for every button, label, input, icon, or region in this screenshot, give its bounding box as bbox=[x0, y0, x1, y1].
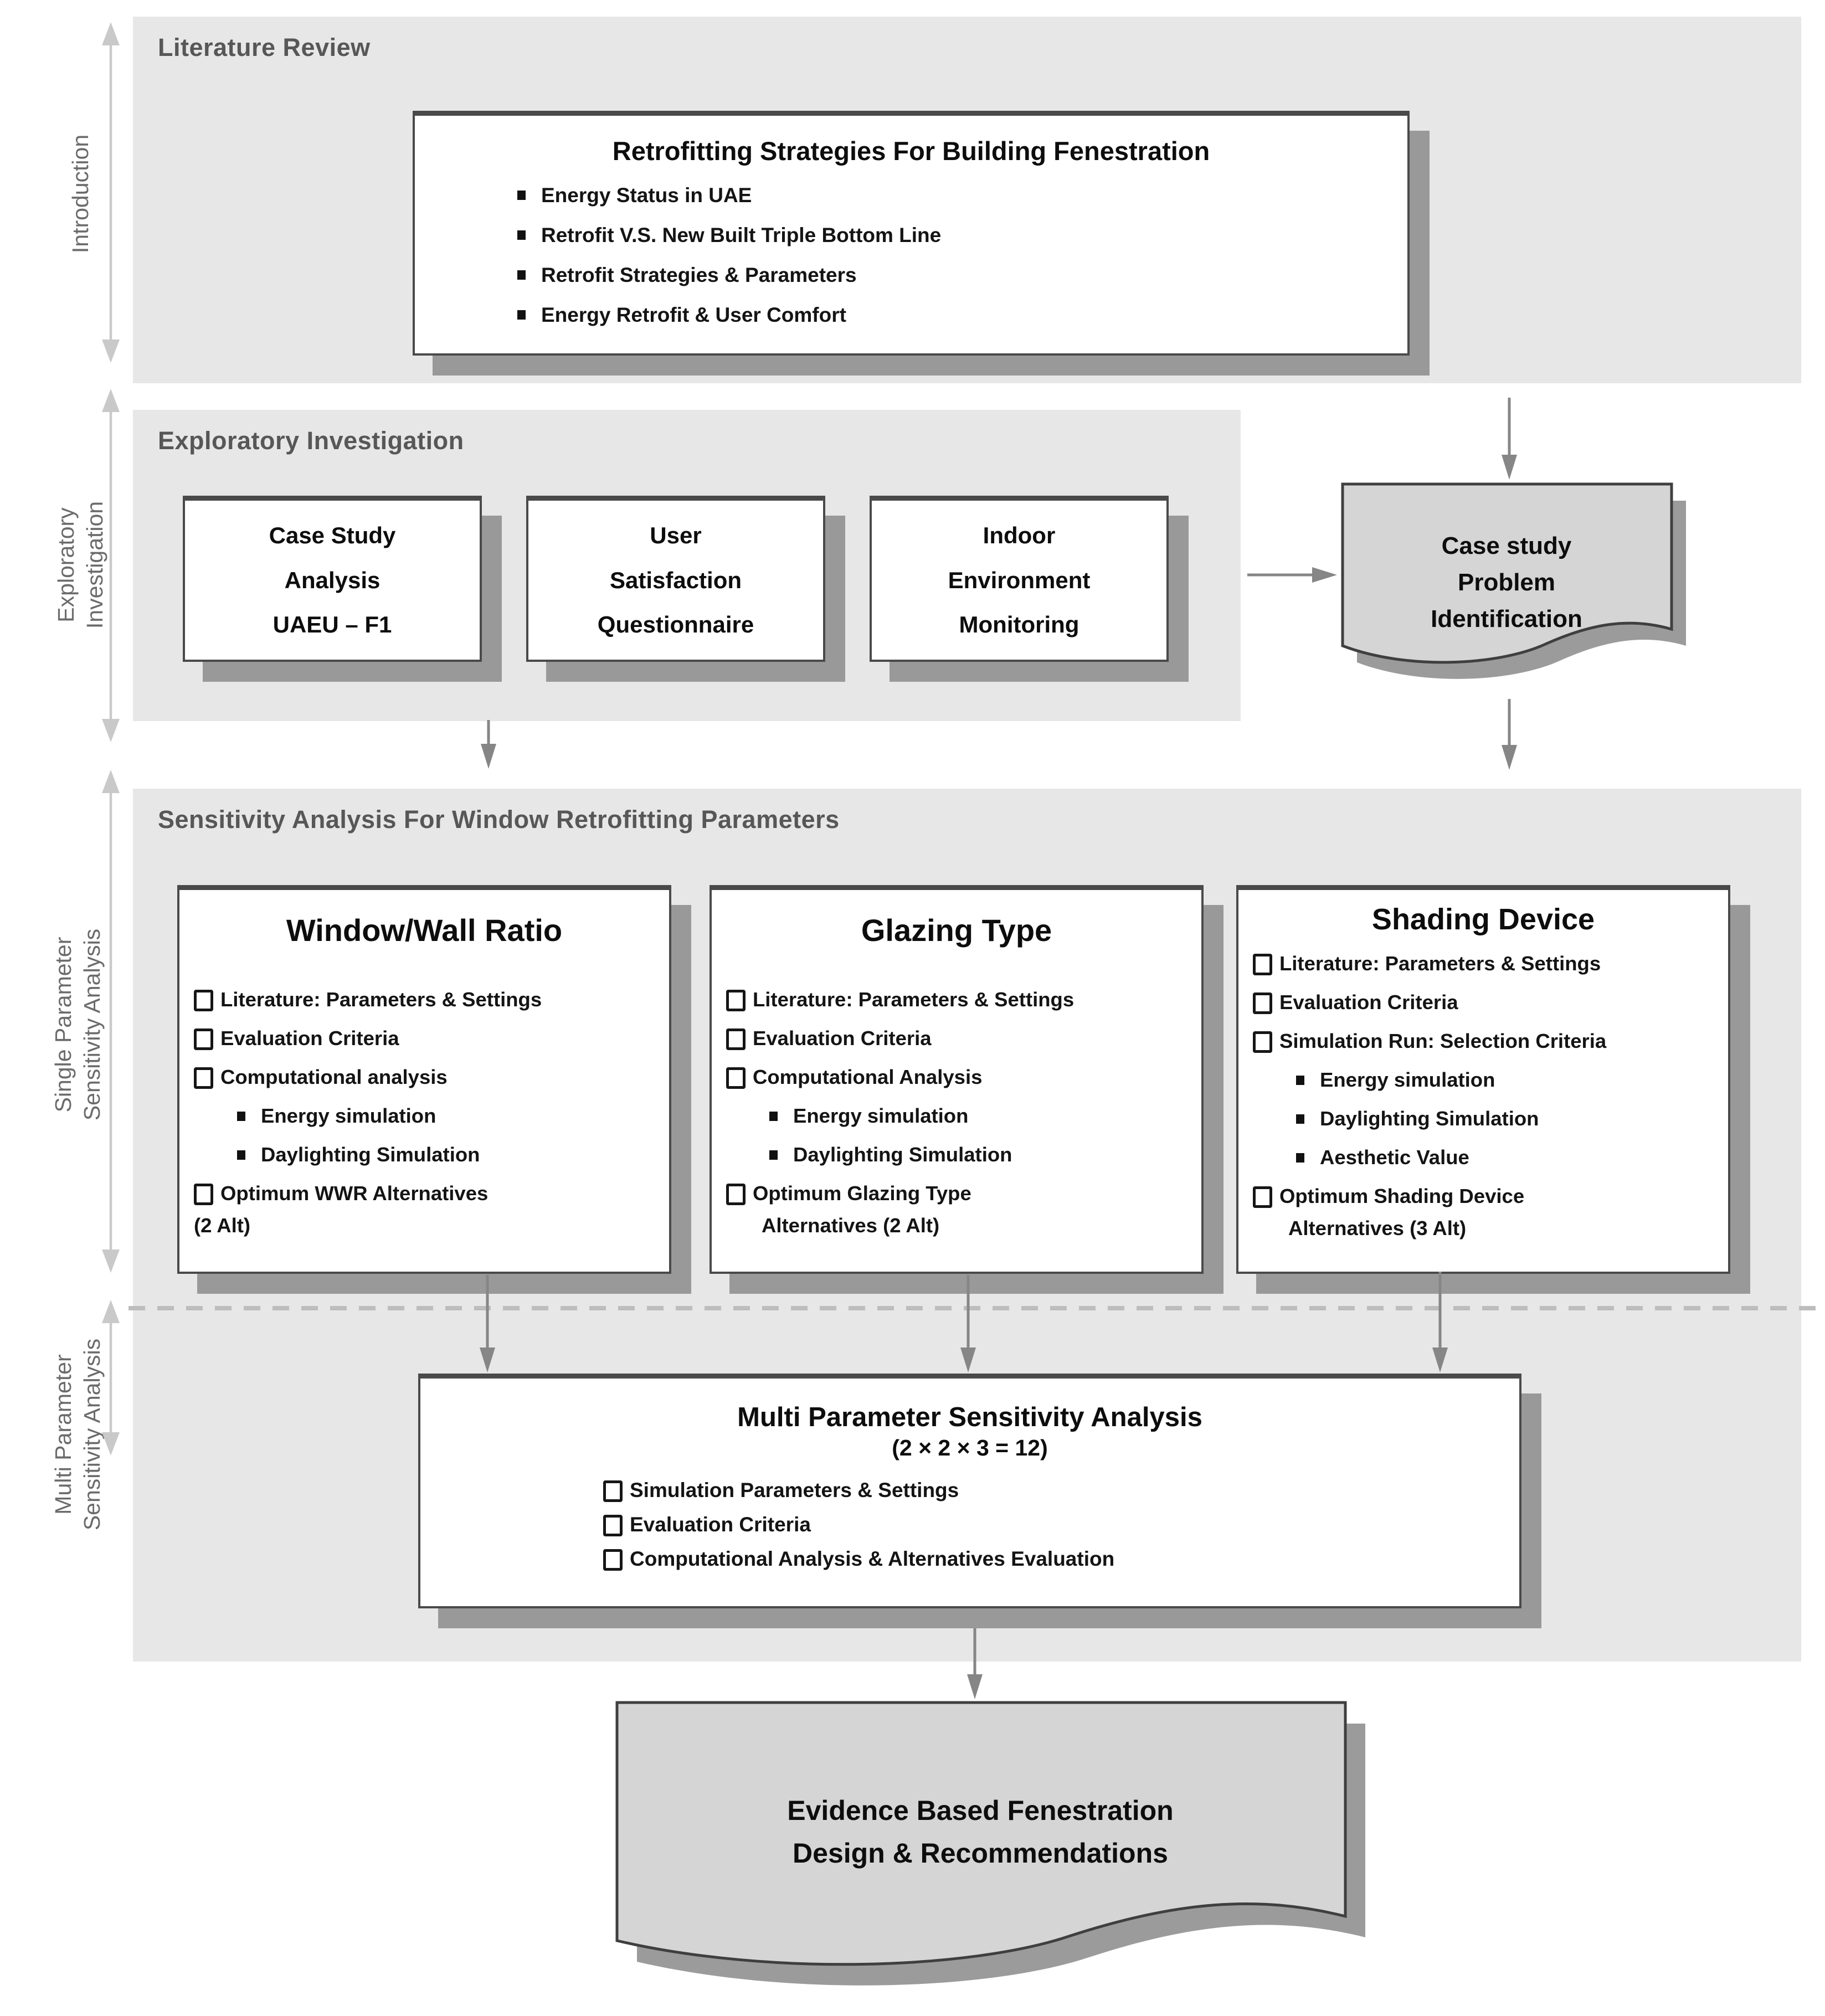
checklist-item: Evaluation Criteria bbox=[603, 1512, 1519, 1537]
checkbox-icon bbox=[726, 1028, 746, 1050]
continuation-line: Alternatives (2 Alt) bbox=[762, 1214, 940, 1237]
sub-item: Aesthetic Value bbox=[1253, 1145, 1721, 1170]
sensitivity-analysis-heading: Sensitivity Analysis For Window Retrofit… bbox=[158, 805, 840, 834]
retrofitting-strategies-title: Retrofitting Strategies For Building Fen… bbox=[612, 136, 1210, 166]
bullet-icon bbox=[517, 310, 526, 320]
checkbox-icon bbox=[1253, 954, 1272, 975]
bullet-icon bbox=[1296, 1114, 1304, 1124]
glazing-type-title: Glazing Type bbox=[861, 913, 1052, 948]
arrowhead-right-icon bbox=[1312, 567, 1337, 583]
literature-review-heading: Literature Review bbox=[158, 33, 371, 61]
svg-text:Design & Recommendations: Design & Recommendations bbox=[793, 1838, 1168, 1869]
bullet-icon bbox=[769, 1112, 778, 1121]
sub-item: Daylighting Simulation bbox=[726, 1142, 1195, 1168]
arrowhead-down-icon bbox=[1502, 455, 1517, 480]
checkbox-icon bbox=[1253, 1186, 1272, 1208]
checklist-item: Computational analysis bbox=[194, 1064, 662, 1090]
sub-item: Energy simulation bbox=[726, 1103, 1195, 1129]
bullet-icon bbox=[237, 1112, 245, 1121]
checklist-item: Simulation Run: Selection Criteria bbox=[1253, 1028, 1721, 1054]
arrowhead-down-icon bbox=[102, 340, 120, 363]
exploratory-investigation-heading: Exploratory Investigation bbox=[158, 426, 464, 455]
glazing-type-box: Glazing Type Literature: Parameters & Se… bbox=[710, 885, 1204, 1274]
bullet-icon bbox=[517, 270, 526, 280]
list-item: Retrofit V.S. New Built Triple Bottom Li… bbox=[517, 223, 1407, 248]
checklist-item: Evaluation Criteria bbox=[726, 1026, 1195, 1051]
sub-item: Energy simulation bbox=[1253, 1067, 1721, 1093]
multi-parameter-title: Multi Parameter Sensitivity Analysis bbox=[737, 1402, 1202, 1432]
checklist-item: Optimum WWR Alternatives bbox=[194, 1181, 662, 1206]
retrofitting-strategies-list: Energy Status in UAE Retrofit V.S. New B… bbox=[517, 183, 1407, 328]
arrowhead-down-icon bbox=[102, 1249, 120, 1273]
sub-item: Daylighting Simulation bbox=[194, 1142, 662, 1168]
checkbox-icon bbox=[194, 1067, 213, 1089]
multi-parameter-subtitle: (2 × 2 × 3 = 12) bbox=[892, 1435, 1048, 1460]
checkbox-icon bbox=[194, 990, 213, 1011]
list-item: Retrofit Strategies & Parameters bbox=[517, 263, 1407, 288]
arrowhead-down-icon bbox=[967, 1674, 983, 1699]
sub-item: Daylighting Simulation bbox=[1253, 1106, 1721, 1132]
checklist-item: Evaluation Criteria bbox=[1253, 990, 1721, 1015]
list-item: Energy Status in UAE bbox=[517, 183, 1407, 208]
continuation-line: (2 Alt) bbox=[194, 1214, 251, 1237]
bullet-icon bbox=[769, 1150, 778, 1160]
checklist-item: Computational Analysis bbox=[726, 1064, 1195, 1090]
multi-parameter-sensitivity-box: Multi Parameter Sensitivity Analysis (2 … bbox=[418, 1374, 1521, 1608]
checkbox-icon bbox=[194, 1028, 213, 1050]
side-label-introduction: Introduction bbox=[68, 134, 93, 254]
checklist-item: Literature: Parameters & Settings bbox=[726, 987, 1195, 1012]
checkbox-icon bbox=[603, 1480, 623, 1502]
shading-device-title: Shading Device bbox=[1371, 903, 1595, 936]
checkbox-icon bbox=[726, 1067, 746, 1089]
side-label-exploratory-investigation: Exploratory Investigation bbox=[53, 501, 107, 629]
checkbox-icon bbox=[1253, 992, 1272, 1014]
side-label-single-parameter: Single Parameter Sensitivity Analysis bbox=[50, 928, 105, 1121]
retrofitting-strategies-box: Retrofitting Strategies For Building Fen… bbox=[413, 111, 1410, 356]
checklist-item: Computational Analysis & Alternatives Ev… bbox=[603, 1546, 1519, 1572]
indoor-environment-monitoring-box: Indoor Environment Monitoring bbox=[870, 496, 1169, 662]
arrowhead-down-icon bbox=[102, 719, 120, 742]
checklist-item: Optimum Glazing Type bbox=[726, 1181, 1195, 1206]
bullet-icon bbox=[1296, 1153, 1304, 1163]
window-wall-ratio-box: Window/Wall Ratio Literature: Parameters… bbox=[177, 885, 671, 1274]
user-satisfaction-questionnaire-box: User Satisfaction Questionnaire bbox=[526, 496, 825, 662]
checkbox-icon bbox=[194, 1184, 213, 1205]
svg-text:Problem: Problem bbox=[1458, 569, 1555, 596]
arrowhead-up-icon bbox=[102, 770, 120, 793]
section-rail bbox=[102, 22, 120, 1456]
bullet-icon bbox=[1296, 1076, 1304, 1085]
side-label-multi-parameter: Multi Parameter Sensitivity Analysis bbox=[50, 1338, 105, 1531]
arrowhead-down-icon bbox=[1502, 745, 1517, 770]
arrowhead-up-icon bbox=[102, 22, 120, 45]
checkbox-icon bbox=[726, 1184, 746, 1205]
bullet-icon bbox=[237, 1150, 245, 1160]
svg-text:Evidence Based Fenestration: Evidence Based Fenestration bbox=[787, 1795, 1173, 1826]
document-shape bbox=[615, 1701, 1347, 1966]
bullet-icon bbox=[517, 191, 526, 200]
checklist-item: Literature: Parameters & Settings bbox=[194, 987, 662, 1012]
case-study-problem-identification-document: Case study Problem Identification bbox=[1341, 482, 1686, 679]
checkbox-icon bbox=[726, 990, 746, 1011]
checklist-item: Optimum Shading Device bbox=[1253, 1184, 1721, 1209]
window-wall-ratio-title: Window/Wall Ratio bbox=[286, 913, 563, 948]
checklist-item: Evaluation Criteria bbox=[194, 1026, 662, 1051]
arrowhead-up-icon bbox=[102, 1300, 120, 1323]
document-shape bbox=[1341, 482, 1673, 664]
evidence-based-design-document: Evidence Based Fenestration Design & Rec… bbox=[615, 1701, 1365, 1986]
svg-text:Case study: Case study bbox=[1442, 532, 1572, 559]
checklist-item: Literature: Parameters & Settings bbox=[1253, 951, 1721, 976]
continuation-line: Alternatives (3 Alt) bbox=[1288, 1217, 1467, 1240]
bullet-icon bbox=[517, 230, 526, 240]
arrowhead-up-icon bbox=[102, 389, 120, 412]
checklist-item: Simulation Parameters & Settings bbox=[603, 1478, 1519, 1503]
list-item: Energy Retrofit & User Comfort bbox=[517, 302, 1407, 328]
sub-item: Energy simulation bbox=[194, 1103, 662, 1129]
svg-text:Identification: Identification bbox=[1431, 605, 1582, 632]
arrowhead-down-icon bbox=[481, 744, 496, 769]
shading-device-box: Shading Device Literature: Parameters & … bbox=[1236, 885, 1730, 1274]
checkbox-icon bbox=[1253, 1031, 1272, 1053]
checkbox-icon bbox=[603, 1549, 623, 1571]
checkbox-icon bbox=[603, 1515, 623, 1536]
case-study-analysis-box: Case Study Analysis UAEU – F1 bbox=[183, 496, 482, 662]
